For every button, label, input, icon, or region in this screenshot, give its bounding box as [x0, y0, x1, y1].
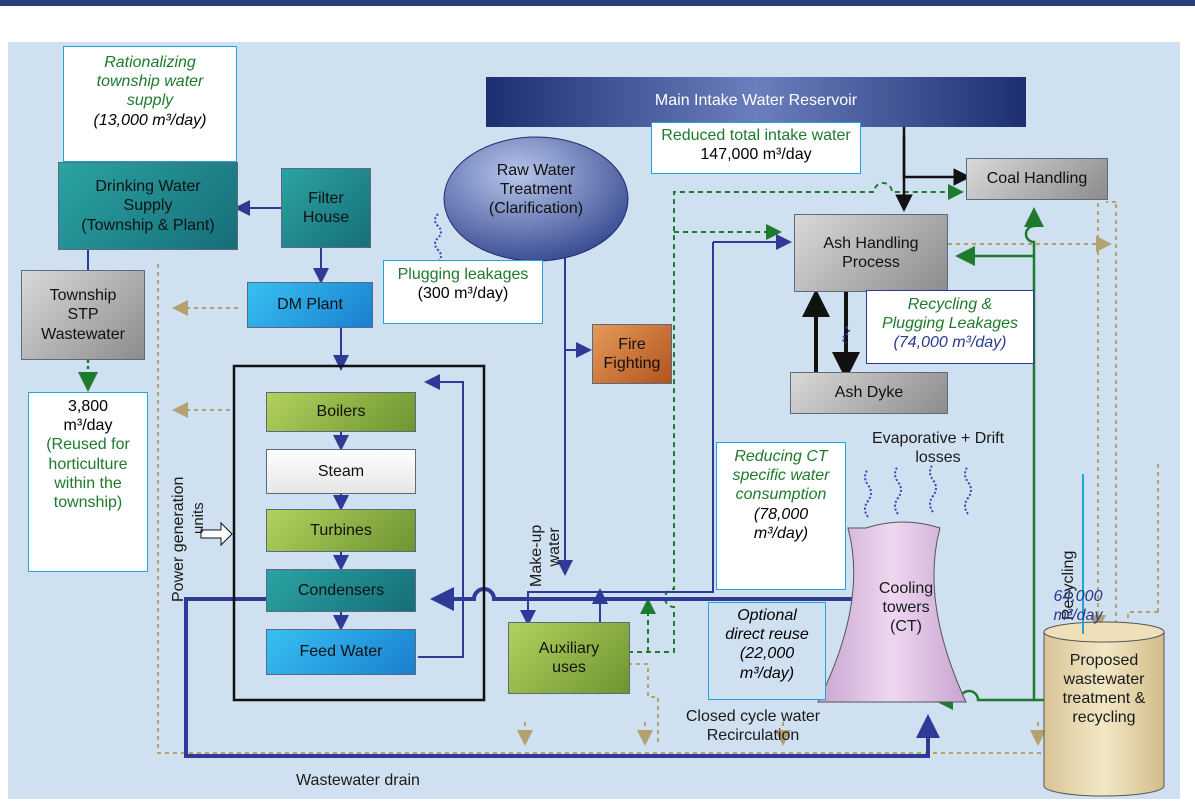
- tank-top: [1043, 621, 1165, 643]
- reduced-intake-value: 147,000 m³/day: [700, 146, 812, 164]
- coal-handling-box: Coal Handling: [966, 158, 1108, 200]
- feed-water-box: Feed Water: [266, 629, 416, 675]
- wastewater-lines: [157, 195, 1159, 754]
- flow-lines: [78, 77, 1165, 797]
- steam-box: Steam: [266, 449, 416, 494]
- reduced-intake-note: Reduced total intake water 147,000 m³/da…: [651, 122, 861, 174]
- process-lines: [87, 97, 971, 658]
- top-border-bar: [0, 0, 1195, 6]
- recycling-divider: [1082, 474, 1084, 634]
- power-generation-frame: [232, 364, 486, 702]
- turbines-box: Turbines: [266, 509, 416, 552]
- ash-dyke-box: Ash Dyke: [790, 372, 948, 414]
- optional-reuse-lines: [628, 182, 964, 653]
- plugging-leakages-note: Plugging leakages (300 m³/day): [383, 260, 543, 324]
- power-generation-label: Power generation: [170, 476, 187, 602]
- power-generation-units-label: units: [190, 502, 207, 534]
- township-rationalize-note: Rationalizing township water supply (13,…: [63, 46, 237, 162]
- hollow-arrow-icon: [200, 521, 233, 547]
- condensers-box: Condensers: [266, 569, 416, 612]
- evaporation-squiggles: [434, 213, 972, 518]
- dm-plant-box: DM Plant: [247, 282, 373, 328]
- optional-reuse-note: Optional direct reuse (22,000 m³/day): [708, 602, 826, 700]
- wastewater-drain-label: Wastewater drain: [296, 772, 420, 789]
- cooling-tower-shape: [817, 521, 967, 703]
- ash-dyke-arrows: [802, 289, 860, 380]
- main-intake-label: Main Intake Water Reservoir: [654, 92, 858, 109]
- main-intake-bg: [486, 77, 1026, 127]
- reducing-ct-note: Reducing CT specific water consumption (…: [716, 442, 846, 590]
- stp-reuse-note: 3,800 m³/day (Reused for horticulture wi…: [28, 392, 148, 572]
- ash-recycling-note: Recycling & Plugging Leakages (74,000 m³…: [866, 290, 1034, 364]
- boilers-box: Boilers: [266, 392, 416, 432]
